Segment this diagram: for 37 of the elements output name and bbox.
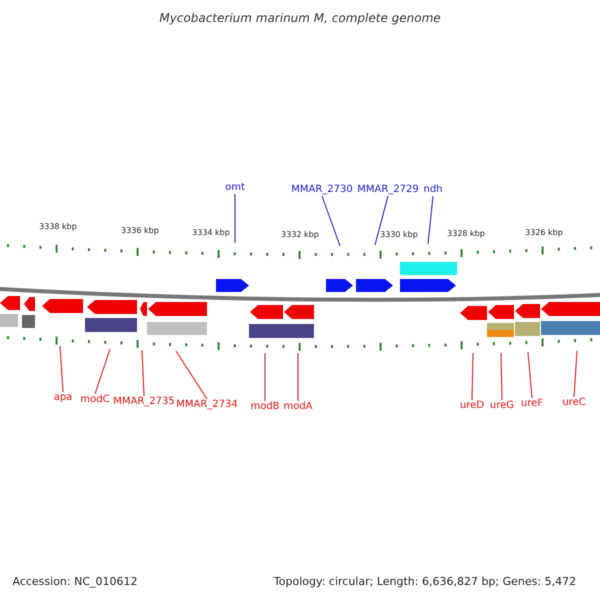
- leader-line: [234, 194, 236, 244]
- scale-label: 3336 kbp: [121, 227, 159, 235]
- gene-label: omt: [225, 183, 245, 193]
- leader-line: [322, 196, 340, 246]
- leader-line: [428, 196, 434, 244]
- leader-line: [176, 350, 208, 400]
- gene-label: apa: [54, 393, 72, 403]
- footer-text: Accession: NC_010612: [12, 576, 138, 587]
- scale-label: 3328 kbp: [447, 230, 485, 238]
- gene-label: ureG: [490, 401, 514, 411]
- leader-line: [500, 352, 502, 400]
- gene-label: MMAR_2730: [291, 185, 353, 195]
- gene-label: modA: [283, 402, 313, 412]
- gene-label: MMAR_2734: [176, 400, 238, 410]
- scale-label: 3338 kbp: [39, 223, 77, 231]
- diagram-title: Mycobacterium marinum M, complete genome: [159, 12, 441, 24]
- leader-line: [94, 348, 110, 394]
- gene-label: MMAR_2729: [357, 185, 419, 195]
- leader-line: [264, 352, 266, 402]
- scale-label: 3334 kbp: [192, 229, 230, 237]
- scale-label: 3332 kbp: [281, 231, 319, 239]
- leader-line: [528, 352, 532, 398]
- leader-line: [374, 196, 388, 246]
- gene-label: ureD: [460, 401, 484, 411]
- gene-label: MMAR_2735: [113, 397, 175, 407]
- footer-text: Topology: circular; Length: 6,636,827 bp; Genes: 5,472: [274, 576, 576, 587]
- gene-label: ureF: [520, 399, 544, 409]
- leader-line: [60, 346, 64, 392]
- gene-label: ureC: [562, 398, 586, 408]
- gene-label: modC: [80, 395, 110, 405]
- scale-label: 3330 kbp: [380, 231, 418, 239]
- gene-label: modB: [250, 402, 280, 412]
- leader-line: [574, 350, 578, 398]
- scale-label: 3326 kbp: [525, 229, 563, 237]
- leader-line: [142, 350, 144, 396]
- leader-line: [472, 352, 474, 400]
- gene-label: ndh: [423, 185, 443, 195]
